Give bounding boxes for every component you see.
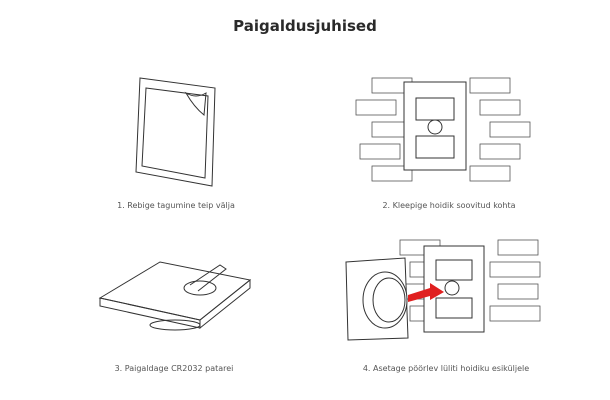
step1-illustration <box>135 77 216 187</box>
step-1-caption: 1. Rebige tagumine teip välja <box>117 201 235 210</box>
step3-illustration <box>98 261 252 331</box>
step-2-caption: 2. Kleepige hoidik soovitud kohta <box>382 201 516 210</box>
step-3-caption: 3. Paigaldage CR2032 patarei <box>114 364 234 373</box>
step-4-caption: 4. Asetage pöörlev lüliti hoidiku esikül… <box>362 364 530 373</box>
step4-illustration <box>345 239 541 341</box>
red-arrow-icon <box>408 283 444 302</box>
step2-illustration <box>355 77 531 182</box>
page-title: Paigaldusjuhised <box>233 17 377 35</box>
